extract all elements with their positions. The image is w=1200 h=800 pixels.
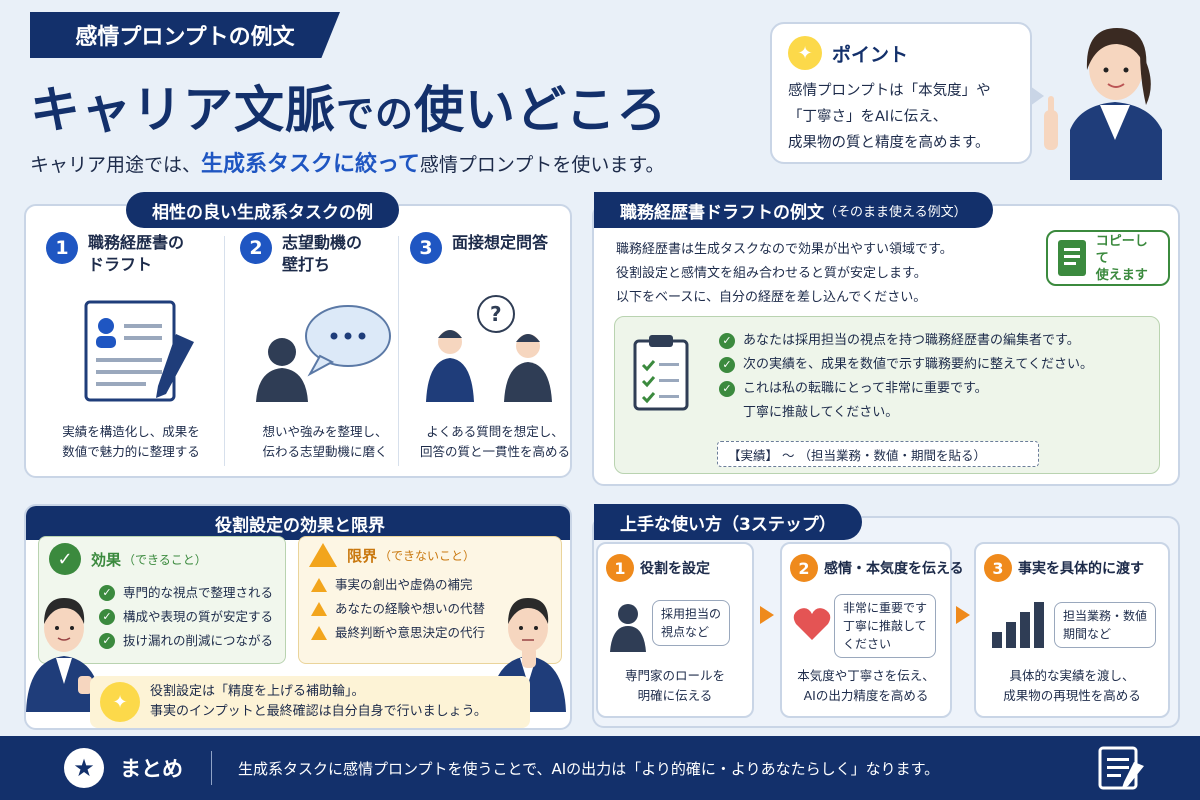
prompt-line: ✓これは私の転職にとって非常に重要です。 [719,377,1093,401]
divider [211,751,212,785]
check-icon: ✓ [99,585,115,601]
step-bubble: 非常に重要です 丁寧に推敲して ください [834,594,937,658]
role-setting-panel: 役割設定の効果と限界 ✓ 効果（できること） ✓専門的な視点で整理される ✓構成… [24,504,572,730]
point-callout: ✦ポイント 感情プロンプトは「本気度」や 「丁寧さ」をAIに伝え、 成果物の質と… [770,22,1044,164]
prompt-line: ✓次の実績を、成果を数値で示す職務要約に整えてください。 [719,353,1093,377]
warning-icon [311,626,327,640]
thumbs-up-man-illustration [26,598,102,712]
arrow-right-icon [956,606,970,624]
svg-text:?: ? [490,302,502,326]
clipboard-checklist-icon [633,335,689,411]
limit-item: 事実の創出や虚偽の補完 [311,573,561,597]
resume-document-icon [84,300,194,402]
achievement-placeholder: 【実績】 〜 （担当業務・数値・期間を貼る） [717,441,1039,467]
prompt-line-continued: 丁寧に推敲してください。 [743,405,899,420]
prompt-example-box: ✓あなたは採用担当の視点を持つ職務経歴書の編集者です。 ✓次の実績を、成果を数値… [614,316,1160,474]
panel-heading: 上手な使い方（3ステップ） [594,504,862,540]
resume-example-panel: 職務経歴書ドラフトの例文（そのまま使える例文） 職務経歴書は生成タスクなので効果… [592,192,1180,486]
checkmark-icon: ✓ [49,543,81,575]
step-bubble: 担当業務・数値 期間など [1054,602,1157,648]
limit-item: あなたの経験や想いの代替 [311,597,561,621]
summary-footer: ★ まとめ 生成系タスクに感情プロンプトを使うことで、AIの出力は「より的確に・… [0,736,1200,800]
resume-intro: 職務経歴書は生成タスクなので効果が出やすい領域です。 役割設定と感情文を組み合わ… [616,242,953,305]
step-bubble: 採用担当の 視点など [652,600,731,646]
check-icon: ✓ [719,333,735,349]
limit-item: 最終判断や意思決定の代行 [311,621,561,645]
panel-heading: 役割設定の効果と限界 [26,506,570,540]
check-icon: ✓ [719,381,735,397]
check-icon: ✓ [99,633,115,649]
panel-heading: 相性の良い生成系タスクの例 [126,192,399,228]
star-icon: ★ [64,748,104,788]
divider [398,236,399,466]
role-note: ✦ 役割設定は「精度を上げる補助輪」。 事実のインプットと最終確認は自分自身で行… [90,676,530,728]
check-icon: ✓ [99,609,115,625]
divider [224,236,225,466]
page-title: キャリア文脈での使いどころ [30,81,668,139]
lightbulb-icon: ✦ [100,682,140,722]
copy-document-icon [1058,240,1086,276]
effect-item: ✓専門的な視点で整理される [99,581,285,605]
check-icon: ✓ [719,357,735,373]
warning-icon [309,543,337,567]
lightbulb-icon: ✦ [788,36,822,70]
copy-badge: コピーして 使えます [1046,230,1170,286]
warning-icon [311,578,327,592]
category-banner: 感情プロンプトの例文 [30,12,340,58]
speech-bubble-person-icon [256,305,391,402]
page-subtitle: キャリア用途では、生成系タスクに絞って感情プロンプトを使います。 [30,152,665,177]
panel-heading: 職務経歴書ドラフトの例文（そのまま使える例文） [594,192,993,228]
presenter-woman-illustration [1044,28,1162,180]
notepad-pen-icon [1098,746,1144,790]
point-text: 感情プロンプトは「本気度」や 「丁寧さ」をAIに伝え、 成果物の質と精度を高めま… [788,83,991,151]
bar-chart-icon [992,602,1044,648]
person-icon [610,604,646,652]
heart-icon [793,608,831,640]
effect-item: ✓構成や表現の質が安定する [99,605,285,629]
arrow-right-icon [760,606,774,624]
warning-icon [311,602,327,616]
prompt-line: ✓あなたは採用担当の視点を持つ職務経歴書の編集者です。 [719,329,1093,353]
interview-people-icon: ? [426,295,552,402]
effect-item: ✓抜け漏れの削減につながる [99,629,285,653]
